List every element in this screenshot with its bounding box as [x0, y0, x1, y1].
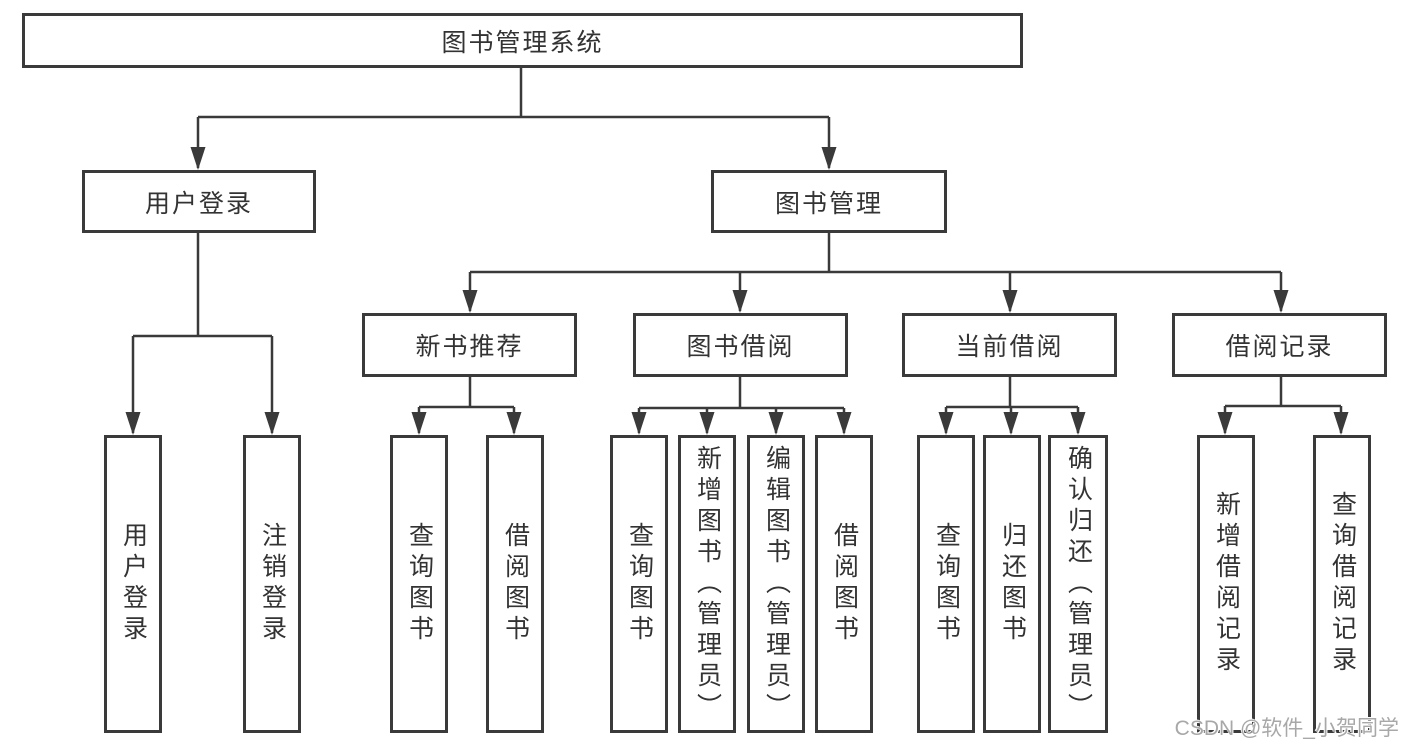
leaf-confirm-return-admin-label: 确认归还（管理员）	[1064, 444, 1093, 724]
leaf-borrow-books-recommend-label: 借阅图书	[501, 522, 530, 646]
leaf-logout: 注销登录	[243, 435, 301, 733]
leaf-borrow-books: 借阅图书	[815, 435, 873, 733]
leaf-borrow-books-label: 借阅图书	[830, 522, 859, 646]
node-root-label: 图书管理系统	[441, 28, 604, 57]
leaf-add-borrow-record: 新增借阅记录	[1197, 435, 1255, 733]
leaf-query-borrow-record: 查询借阅记录	[1313, 435, 1371, 733]
leaf-query-books-recommend: 查询图书	[390, 435, 448, 733]
node-user-login-label: 用户登录	[144, 189, 253, 218]
node-root: 图书管理系统	[22, 13, 1023, 68]
leaf-query-books-current-label: 查询图书	[932, 522, 961, 646]
leaf-borrow-books-recommend: 借阅图书	[486, 435, 544, 733]
node-new-book-recommend: 新书推荐	[362, 313, 577, 377]
leaf-edit-book-admin: 编辑图书（管理员）	[747, 435, 805, 733]
leaf-add-borrow-record-label: 新增借阅记录	[1212, 491, 1241, 677]
leaf-add-book-admin-label: 新增图书（管理员）	[693, 444, 722, 724]
node-user-login: 用户登录	[82, 170, 316, 233]
node-current-borrow-label: 当前借阅	[955, 333, 1064, 361]
arrowheads	[125, 147, 1349, 435]
leaf-return-book-label: 归还图书	[998, 522, 1027, 646]
leaf-confirm-return-admin: 确认归还（管理员）	[1048, 435, 1108, 733]
leaf-query-borrow-record-label: 查询借阅记录	[1328, 491, 1357, 677]
node-new-book-recommend-label: 新书推荐	[415, 333, 524, 361]
node-book-management: 图书管理	[711, 170, 947, 233]
node-borrow-records-label: 借阅记录	[1225, 333, 1334, 361]
node-book-borrow: 图书借阅	[633, 313, 848, 377]
leaf-return-book: 归还图书	[983, 435, 1041, 733]
leaf-user-login-label: 用户登录	[119, 522, 148, 646]
node-current-borrow: 当前借阅	[902, 313, 1117, 377]
node-book-borrow-label: 图书借阅	[686, 333, 795, 361]
node-book-management-label: 图书管理	[774, 189, 883, 218]
leaf-logout-label: 注销登录	[258, 522, 287, 646]
leaf-query-books-recommend-label: 查询图书	[405, 522, 434, 646]
leaf-edit-book-admin-label: 编辑图书（管理员）	[762, 444, 791, 724]
leaf-user-login: 用户登录	[104, 435, 162, 733]
leaf-query-books-current: 查询图书	[917, 435, 975, 733]
leaf-query-books-borrow: 查询图书	[610, 435, 668, 733]
leaf-add-book-admin: 新增图书（管理员）	[678, 435, 736, 733]
csdn-watermark: CSDN @软件_小贺同学	[1174, 717, 1399, 740]
node-borrow-records: 借阅记录	[1172, 313, 1387, 377]
leaf-query-books-borrow-label: 查询图书	[625, 522, 654, 646]
